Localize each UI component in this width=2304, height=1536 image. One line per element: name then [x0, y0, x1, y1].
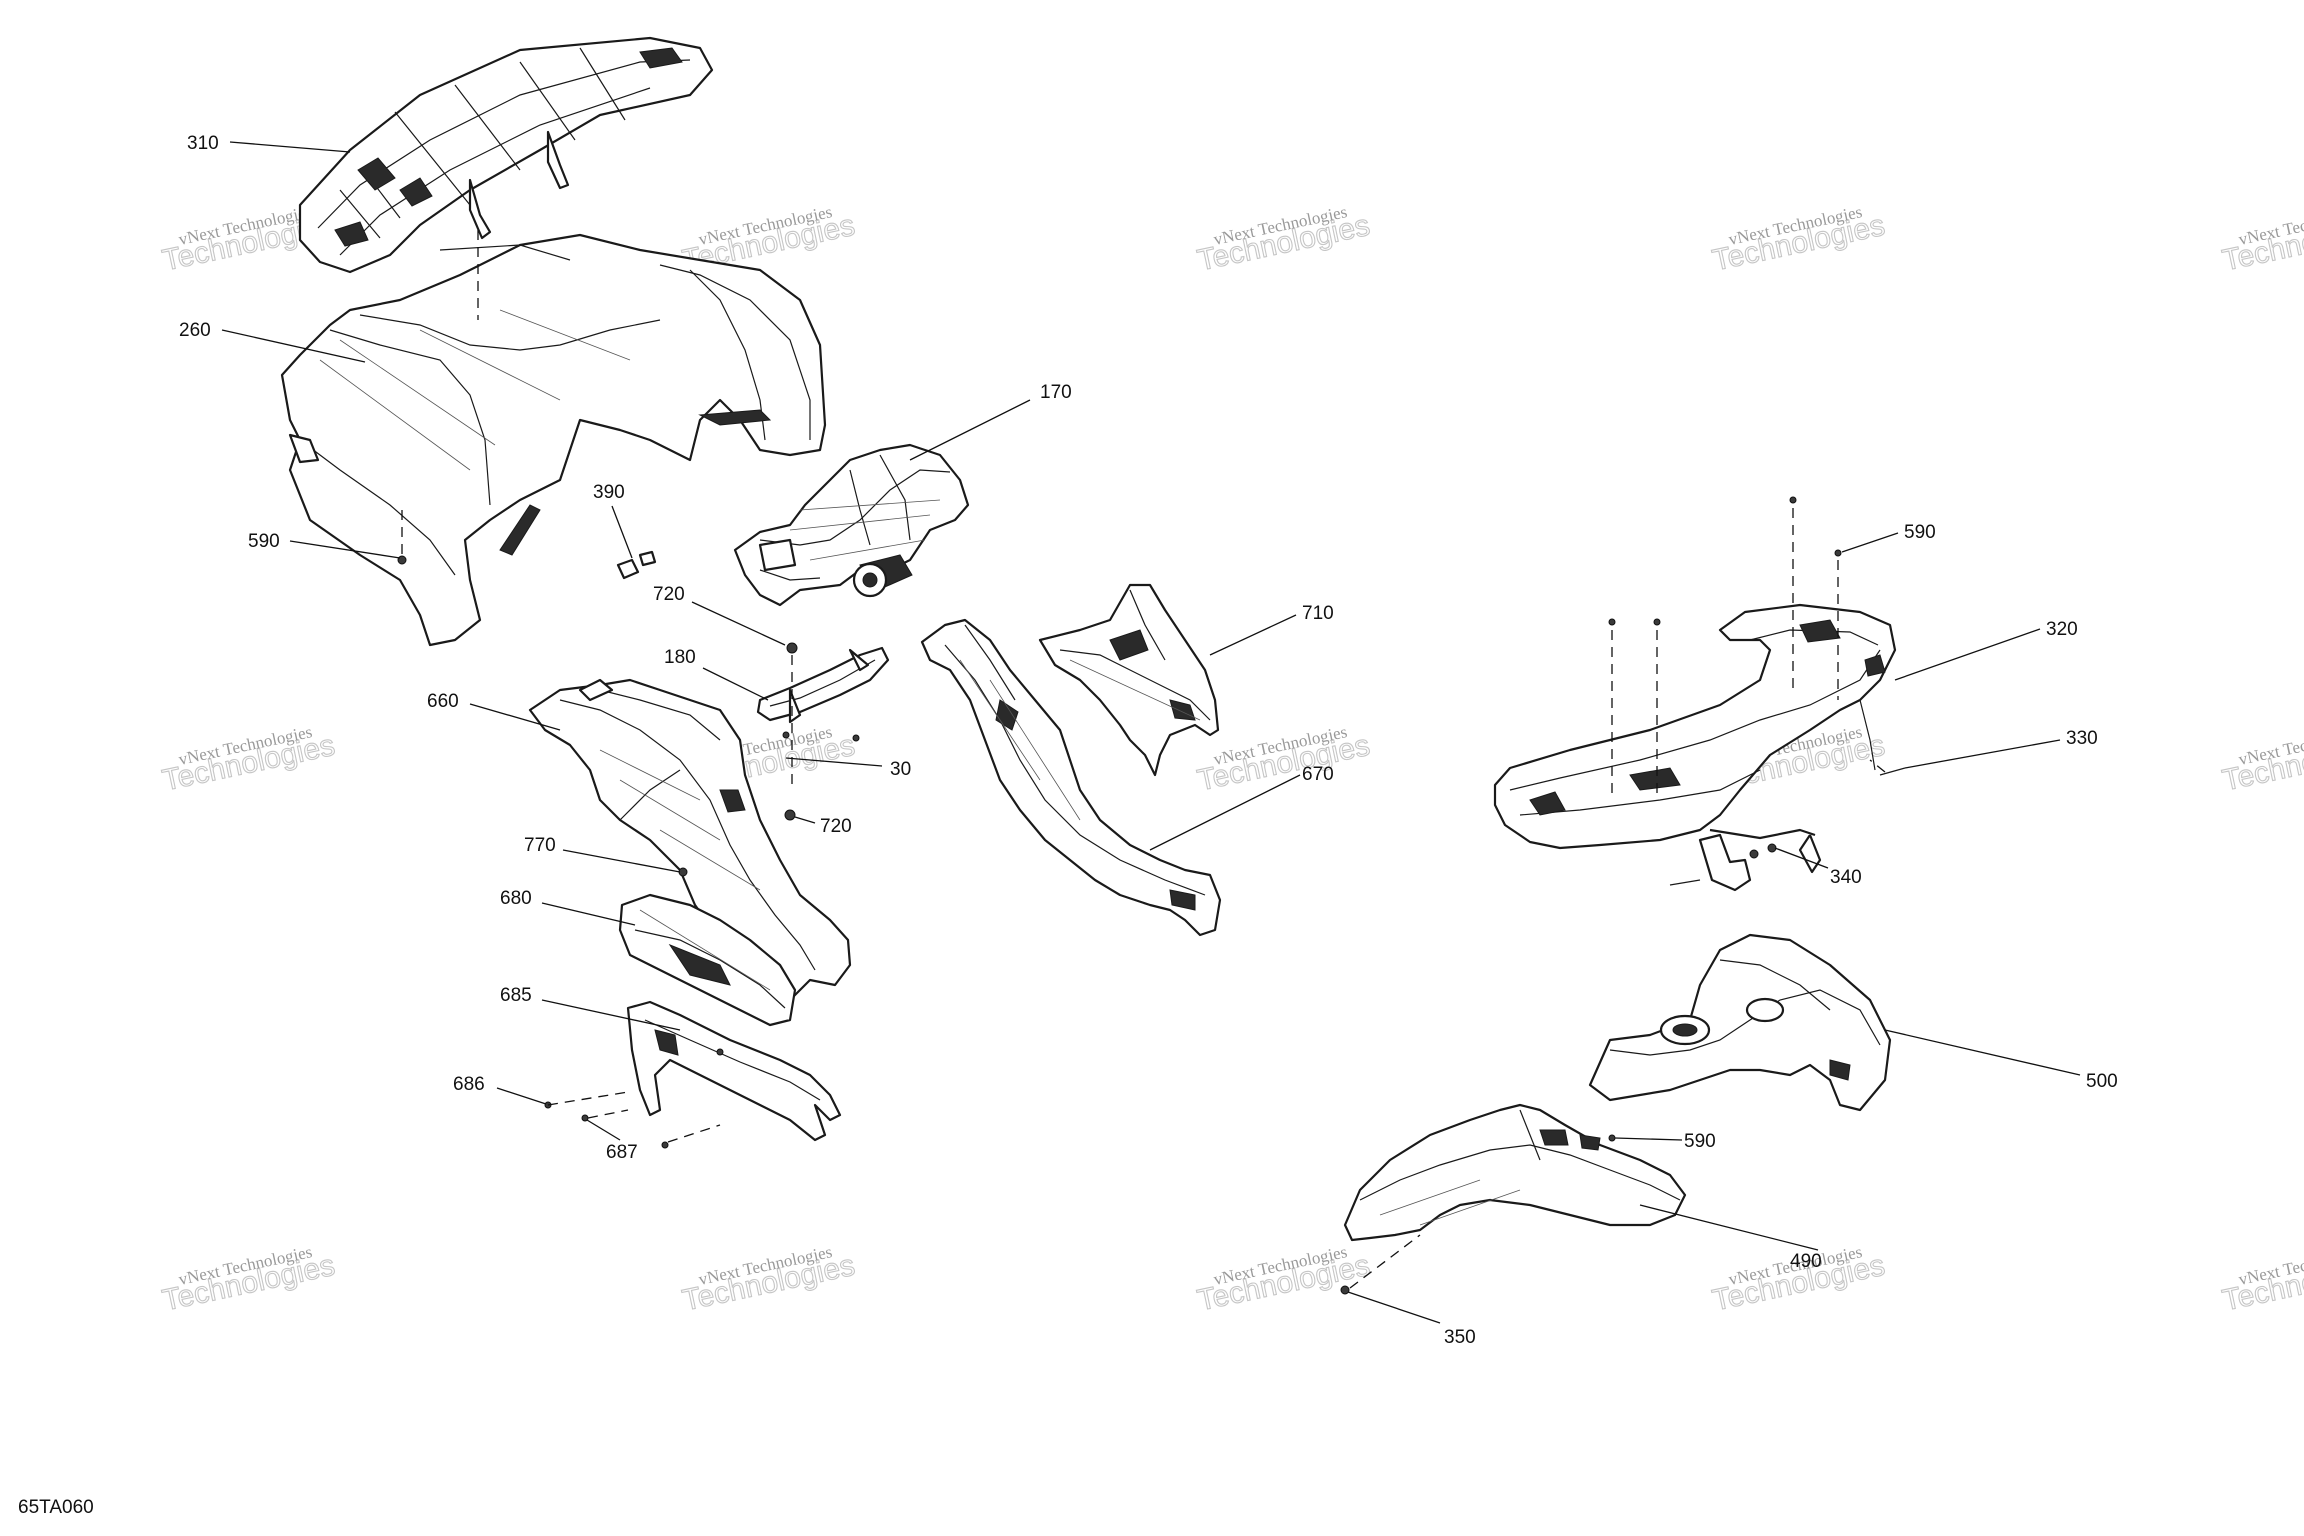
part-660-left-side-panel: [528, 678, 852, 1022]
callout-label: 720: [653, 584, 685, 605]
callout-label: 720: [820, 816, 852, 837]
part-260-front-fender: [280, 233, 827, 647]
callout-770: 770: [524, 835, 681, 873]
callout-label: 310: [187, 133, 219, 154]
callout-label: 686: [453, 1074, 485, 1095]
callout-310: 310: [187, 133, 351, 154]
part-320-rear-rack: [1493, 603, 1897, 892]
callout-label: 490: [1790, 1251, 1822, 1272]
callout-label: 590: [1904, 522, 1936, 543]
callout-label: 330: [2066, 728, 2098, 749]
callout-330: 330: [1904, 728, 2098, 769]
callout-500: 500: [1884, 1029, 2118, 1092]
callout-label: 687: [606, 1142, 638, 1163]
callout-label: 770: [524, 835, 556, 856]
hardware-fasteners: [397, 496, 1906, 1295]
part-685-footrest-bracket: [626, 1000, 842, 1142]
callout-350: 350: [1347, 1291, 1476, 1348]
callout-320: 320: [1894, 619, 2078, 681]
callout-340: 340: [1774, 847, 1862, 888]
callout-label: 500: [2086, 1071, 2118, 1092]
callout-label: 670: [1302, 764, 1334, 785]
part-710-center-console: [1038, 583, 1220, 777]
callout-label: 170: [1040, 382, 1072, 403]
part-180-bracket: [756, 646, 890, 724]
part-680-lower-panel: [618, 893, 797, 1027]
callout-label: 320: [2046, 619, 2078, 640]
callout-687: 687: [586, 1119, 638, 1163]
callout-720-upper: 720: [653, 584, 786, 646]
callout-label: 710: [1302, 603, 1334, 624]
callout-660: 660: [427, 691, 561, 731]
assembly-lines: [401, 230, 1886, 1289]
callout-label: 685: [500, 985, 532, 1006]
callout-710: 710: [1209, 603, 1334, 656]
callout-label: 180: [664, 647, 696, 668]
part-500-rear-fender: [1588, 933, 1892, 1112]
part-490-rear-fender: [1343, 1103, 1687, 1242]
callout-label: 350: [1444, 1327, 1476, 1348]
part-170-inner-panel: [733, 443, 970, 607]
callout-label: 30: [890, 759, 911, 780]
callout-670: 670: [1149, 764, 1334, 851]
part-310-front-rack: [298, 36, 714, 274]
callout-720-lower: 720: [794, 816, 852, 837]
callout-180: 180: [664, 647, 769, 701]
callout-590-right-upper: 590: [1841, 522, 1936, 553]
callout-label: 260: [179, 320, 211, 341]
callout-label: 390: [593, 482, 625, 503]
callout-685: 685: [500, 985, 681, 1031]
callout-170: 170: [909, 382, 1072, 461]
callout-label: 590: [1684, 1131, 1716, 1152]
callout-label: 680: [500, 888, 532, 909]
part-670-right-side-panel: [920, 618, 1222, 937]
callout-680: 680: [500, 888, 636, 926]
callout-590-right-lower: 590: [1614, 1131, 1716, 1152]
callout-30: 30: [785, 757, 911, 780]
callout-label: 660: [427, 691, 459, 712]
callout-590-left: 590: [248, 531, 401, 559]
figure-reference: 65TA060: [18, 1497, 94, 1518]
callout-490: 490: [1639, 1204, 1822, 1272]
callout-label: 340: [1830, 867, 1862, 888]
callout-260: 260: [179, 320, 366, 363]
callout-686: 686: [453, 1074, 547, 1105]
callout-390: 390: [593, 482, 633, 559]
callout-label: 590: [248, 531, 280, 552]
